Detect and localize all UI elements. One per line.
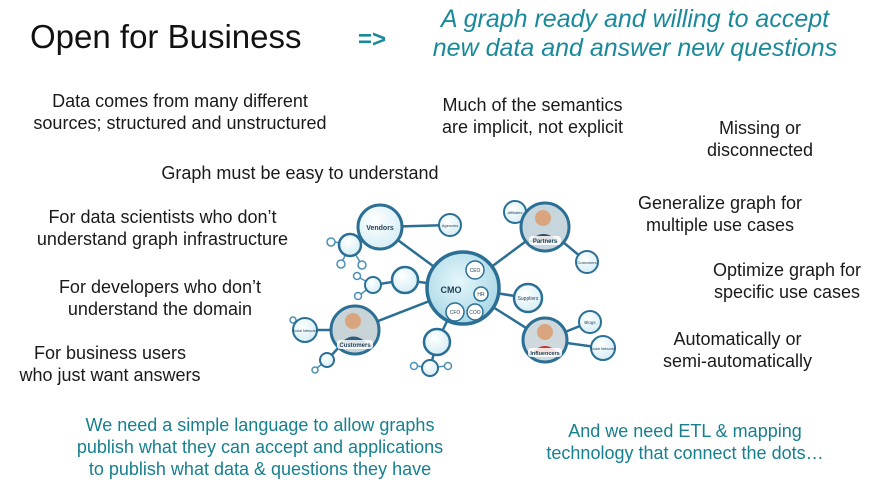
point-line: Much of the semantics <box>442 95 623 115</box>
node-label: Affiliates <box>507 210 522 215</box>
point-line: semi-automatically <box>662 351 813 371</box>
node-label-bg <box>337 340 373 349</box>
person-photo-icon <box>345 313 361 329</box>
cfo-node <box>445 302 465 322</box>
point-line: disconnected <box>706 140 814 160</box>
point-line: Data comes from many different <box>52 91 308 111</box>
point-line: understand the domain <box>67 299 253 319</box>
node-label: Customers <box>339 343 371 349</box>
point-data-scientists: For data scientists who don’t understand… <box>10 206 315 250</box>
point-generalize: Generalize graph for multiple use cases <box>615 192 825 236</box>
network-diagram: Vendors Agencies Affiliates Partners Cus… <box>289 200 616 377</box>
statement-line: technology that connect the dots… <box>546 443 824 463</box>
hr-node <box>473 286 489 302</box>
vendors-node <box>356 203 404 251</box>
point-line: Automatically or <box>673 329 802 349</box>
empty-node <box>319 352 335 368</box>
statement-line: to publish what data & questions they ha… <box>88 459 432 479</box>
point-line: specific use cases <box>713 282 861 302</box>
person-photo-icon <box>537 324 553 340</box>
arrow-symbol: => <box>358 26 387 53</box>
blogs-node <box>578 310 602 334</box>
center-label: CMO <box>441 285 462 295</box>
node-label: Suppliers <box>518 296 539 302</box>
empty-node <box>421 359 439 377</box>
node-label: COO <box>469 310 481 316</box>
point-line: Missing or <box>718 118 802 138</box>
empty-node <box>390 265 420 295</box>
statement-line: And we need ETL & mapping <box>568 421 802 441</box>
point-line: are implicit, not explicit <box>441 117 624 137</box>
node-label: Influencers <box>530 351 559 357</box>
coo-node <box>466 303 484 321</box>
point-line: For data scientists who don’t <box>48 207 277 227</box>
bottom-right-statement: And we need ETL & mapping technology tha… <box>515 420 855 464</box>
point-line: For developers who don’t <box>58 277 262 297</box>
graph-minor-edges <box>289 237 453 374</box>
point-data-sources: Data comes from many different sources; … <box>10 90 350 134</box>
bottom-left-statement: We need a simple language to allow graph… <box>40 414 480 480</box>
point-line: For business users <box>33 343 187 363</box>
empty-node <box>364 276 382 294</box>
node-label: Agencies <box>442 223 458 228</box>
node-label-bg <box>528 348 562 357</box>
point-automatically: Automatically or semi-automatically <box>645 328 830 372</box>
person-photo-icon <box>535 210 551 226</box>
point-line: understand graph infrastructure <box>36 229 289 249</box>
statement-line: We need a simple language to allow graph… <box>85 415 435 435</box>
point-line: Graph must be easy to understand <box>161 163 439 183</box>
point-missing: Missing or disconnected <box>680 117 840 161</box>
page-title: Open for Business <box>30 18 302 55</box>
node-label: Vendors <box>366 225 394 232</box>
point-line: Generalize graph for <box>637 193 803 213</box>
point-line: multiple use cases <box>645 215 795 235</box>
node-label: Partners <box>533 239 558 245</box>
empty-node <box>422 327 452 357</box>
node-label: CEO <box>470 268 481 274</box>
point-line: Optimize graph for <box>712 260 862 280</box>
point-line: sources; structured and unstructured <box>33 113 327 133</box>
social-networks-node <box>590 335 616 361</box>
node-label: Social Networks <box>590 347 615 351</box>
node-label: Blogs <box>584 320 596 325</box>
node-label-bg <box>529 236 561 245</box>
point-easy-to-understand: Graph must be easy to understand <box>140 162 460 184</box>
suppliers-node <box>512 282 544 314</box>
headline-line: A graph ready and willing to accept <box>440 5 830 33</box>
point-developers: For developers who don’t understand the … <box>30 276 290 320</box>
point-line: who just want answers <box>19 365 201 385</box>
node-label: Social Networks <box>292 329 317 333</box>
headline-line: new data and answer new questions <box>432 34 838 62</box>
node-label: CFO <box>450 310 461 316</box>
point-implicit-semantics: Much of the semantics are implicit, not … <box>420 94 645 138</box>
point-optimize: Optimize graph for specific use cases <box>692 259 882 303</box>
node-label: HR <box>477 292 485 298</box>
node-label: Customers <box>577 260 596 265</box>
empty-node <box>337 232 363 258</box>
customers-node <box>575 250 599 274</box>
statement-line: publish what they can accept and applica… <box>76 437 444 457</box>
ceo-node <box>465 260 485 280</box>
social-networks-node <box>292 317 318 343</box>
headline: A graph ready and willing to accept new … <box>400 5 870 63</box>
agencies-node <box>438 213 462 237</box>
point-business-users: For business users who just want answers <box>0 342 220 386</box>
